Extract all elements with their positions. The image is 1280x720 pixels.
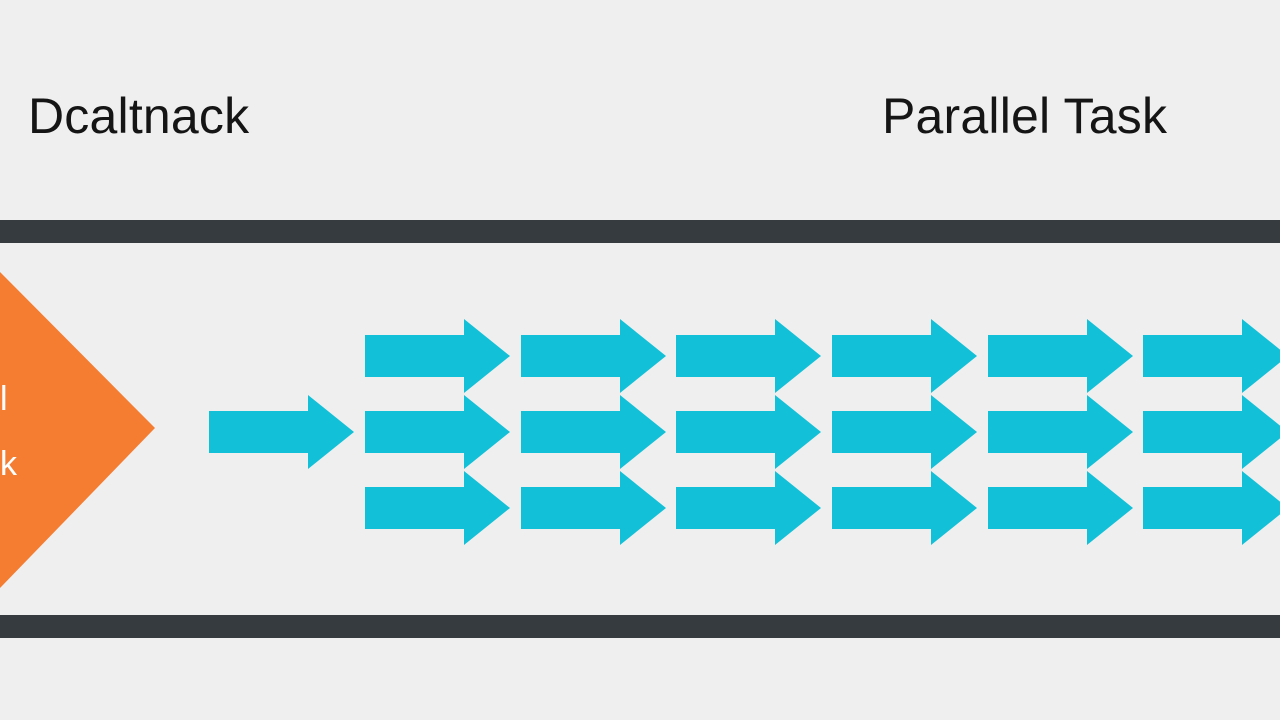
parallel-arrow-r3-c5 [988, 471, 1133, 545]
left-title: Dcaltnack [28, 88, 250, 144]
parallel-arrow-r2-c4 [832, 395, 977, 469]
arrow-layer [209, 319, 1280, 545]
parallel-arrow-r3-c3 [676, 471, 821, 545]
parallel-arrow-r1-c4 [832, 319, 977, 393]
parallel-arrow-r1-c3 [676, 319, 821, 393]
parallel-arrow-r3-c6 [1143, 471, 1280, 545]
single-input-arrow [209, 395, 354, 469]
diamond-label-line-2: k [0, 445, 17, 483]
parallel-arrow-r3-c2 [521, 471, 666, 545]
parallel-arrow-r2-c1 [365, 395, 510, 469]
parallel-arrow-r2-c5 [988, 395, 1133, 469]
parallel-arrow-r1-c5 [988, 319, 1133, 393]
parallel-arrow-r3-c4 [832, 471, 977, 545]
parallel-arrow-r1-c2 [521, 319, 666, 393]
parallel-arrow-r2-c2 [521, 395, 666, 469]
orange-diamond-shape [0, 272, 155, 588]
parallel-arrow-r2-c6 [1143, 395, 1280, 469]
parallel-arrow-r1-c1 [365, 319, 510, 393]
parallel-arrow-r3-c1 [365, 471, 510, 545]
parallel-arrow-r2-c3 [676, 395, 821, 469]
right-title: Parallel Task [882, 88, 1168, 144]
diamond-label-line-1: l [0, 380, 8, 418]
parallel-arrow-r1-c6 [1143, 319, 1280, 393]
bottom-divider-bar [0, 615, 1280, 638]
top-divider-bar [0, 220, 1280, 243]
